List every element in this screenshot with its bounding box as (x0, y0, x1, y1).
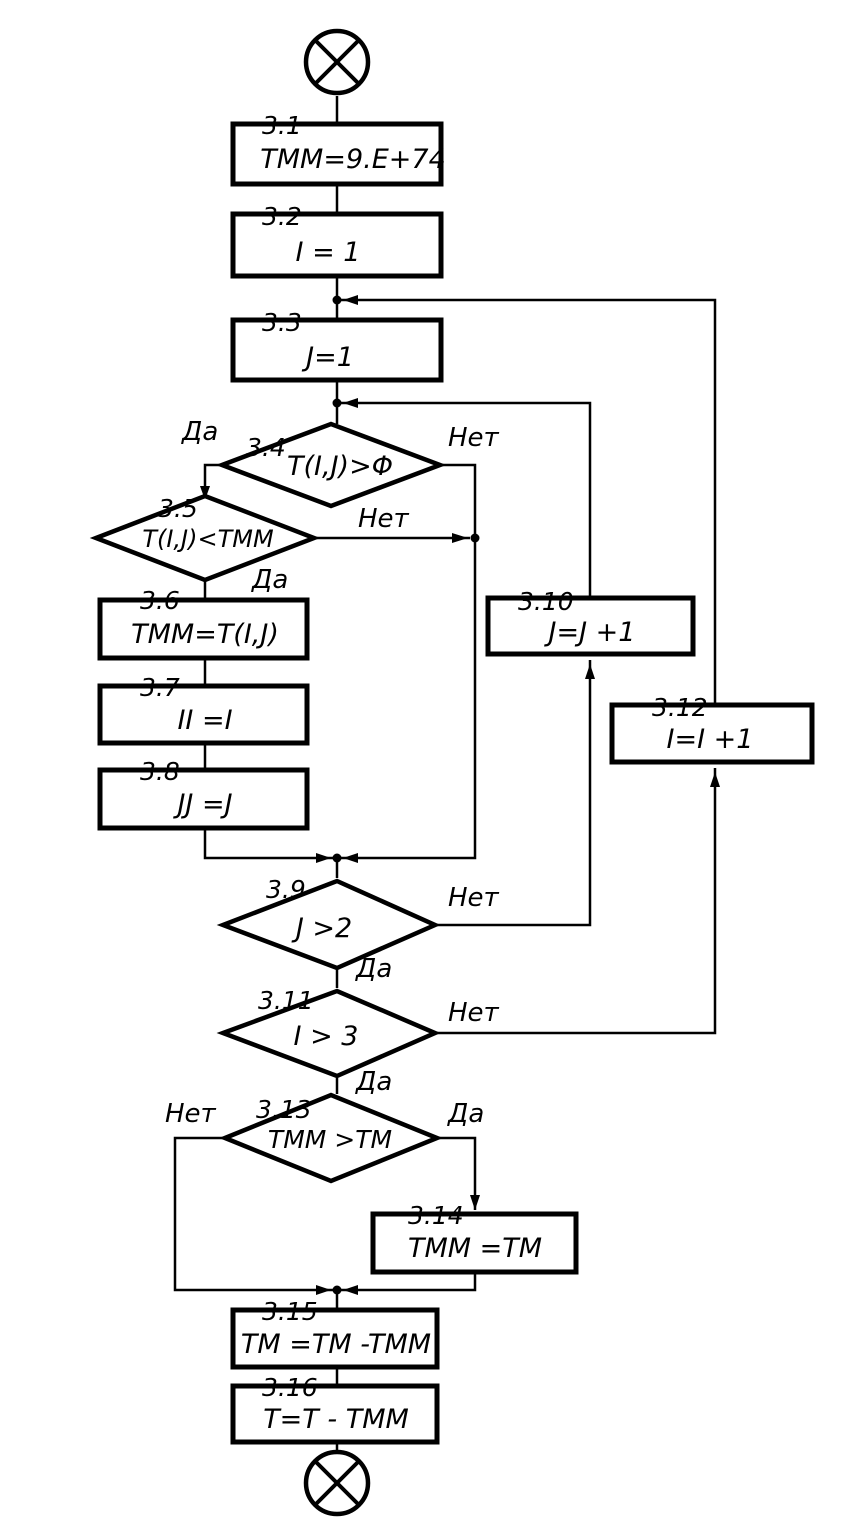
decision-3-9: 3.9 J >2 (216, 875, 441, 971)
no-label: Нет (165, 1099, 217, 1129)
block-number: 3.16 (262, 1373, 318, 1402)
block-3-14: 3.14 TMM =TM (370, 1201, 579, 1275)
junction-dot (332, 853, 342, 863)
decision-text: J >2 (291, 913, 352, 944)
arrow-left-icon (343, 853, 358, 863)
block-number: 3.6 (140, 586, 180, 615)
block-number: 3.2 (262, 202, 302, 231)
decision-3-5: 3.5 T(I,J)<TMM (89, 493, 321, 583)
start-terminator (303, 28, 371, 96)
block-text: TMM=T(I,J) (131, 619, 279, 650)
arrow-left-icon (343, 398, 358, 408)
decision-text: T(I,J)>Φ (287, 451, 393, 482)
block-3-8: 3.8 JJ =J (97, 757, 310, 831)
block-3-10: 3.10 J=J +1 (485, 587, 696, 657)
junction-dot (332, 398, 342, 408)
block-number: 3.11 (258, 986, 314, 1015)
no-label: Нет (448, 998, 500, 1028)
block-3-6: 3.6 TMM=T(I,J) (97, 586, 310, 661)
block-number: 3.9 (266, 875, 306, 904)
block-3-16: 3.16 T=T - TMM (230, 1373, 440, 1445)
arrow-up-icon (585, 664, 595, 679)
block-3-12: 3.12 I=I +1 (609, 693, 815, 765)
decision-text: T(I,J)<TMM (142, 525, 274, 553)
junction-dot (332, 295, 342, 305)
block-text: TMM=9.E+74 (260, 144, 446, 175)
block-text: II =I (177, 705, 232, 736)
block-3-1: 3.1 TMM=9.E+74 (230, 111, 446, 187)
block-text: TMM =TM (408, 1233, 542, 1264)
block-3-7: 3.7 II =I (97, 673, 310, 746)
block-text: T=T - TMM (263, 1404, 409, 1435)
block-number: 3.3 (262, 308, 302, 337)
decision-3-13: 3.13 TMM >TM (219, 1092, 443, 1184)
arrow-left-icon (343, 1285, 358, 1295)
block-text: JJ =J (172, 789, 232, 820)
block-number: 3.4 (246, 433, 286, 462)
block-3-2: 3.2 I = 1 (230, 202, 444, 279)
block-number: 3.7 (140, 673, 180, 702)
block-number: 3.14 (408, 1201, 464, 1230)
decision-3-4: 3.4 T(I,J)>Φ (215, 421, 447, 509)
block-number: 3.8 (140, 757, 180, 786)
arrow-right-icon (452, 533, 468, 543)
block-text: I = 1 (296, 237, 361, 268)
arrow-left-icon (343, 295, 358, 305)
block-number: 3.15 (262, 1297, 318, 1326)
block-number: 3.12 (652, 693, 708, 722)
block-text: J=1 (301, 342, 354, 373)
arrow-right-icon (316, 853, 331, 863)
arrow-right-icon (316, 1285, 331, 1295)
block-text: TM =TM -TMM (241, 1329, 431, 1360)
yes-label: Да (355, 1067, 392, 1097)
block-text: J=J +1 (544, 617, 636, 648)
yes-label: Да (355, 954, 392, 984)
block-3-3: 3.3 J=1 (230, 308, 444, 383)
no-label: Нет (448, 423, 500, 453)
junction-dot (332, 1285, 342, 1295)
block-number: 3.5 (158, 494, 198, 523)
decision-text: TMM >TM (268, 1125, 392, 1154)
yes-label: Да (251, 565, 288, 595)
decision-3-11: 3.11 I > 3 (216, 986, 441, 1079)
decision-text: I > 3 (294, 1021, 359, 1052)
no-label: Нет (448, 883, 500, 913)
block-3-15: 3.15 TM =TM -TMM (230, 1297, 440, 1370)
arrow-down-icon (470, 1195, 480, 1210)
junction-dot (470, 533, 480, 543)
yes-label: Да (181, 417, 218, 447)
connectors (173, 96, 717, 1452)
block-text: I=I +1 (667, 724, 754, 755)
end-terminator (303, 1449, 371, 1517)
block-number: 3.10 (518, 587, 574, 616)
arrow-down-icon (200, 486, 210, 500)
block-number: 3.1 (262, 111, 302, 140)
branch-labels: Да Нет Нет Да Нет Да Нет Да Нет Да (165, 417, 500, 1129)
yes-label: Да (447, 1099, 484, 1129)
arrow-up-icon (710, 772, 720, 787)
block-number: 3.13 (256, 1095, 312, 1124)
no-label: Нет (358, 504, 410, 534)
junction-markers (200, 295, 720, 1295)
